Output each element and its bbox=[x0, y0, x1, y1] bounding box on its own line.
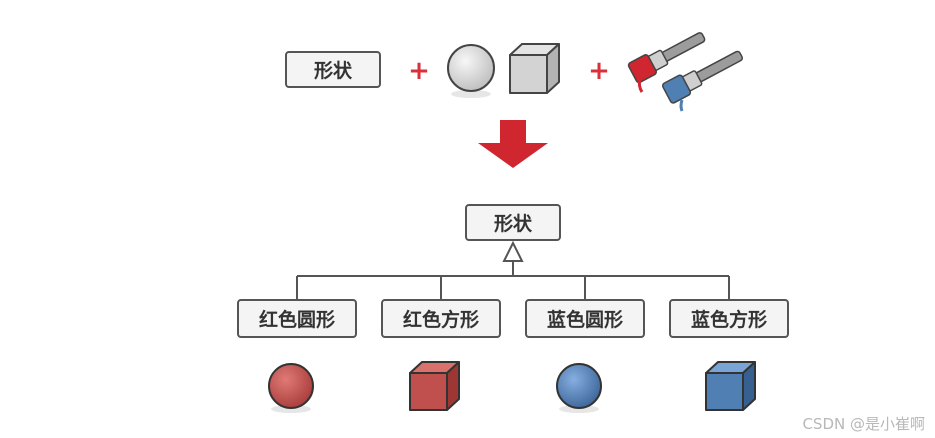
child-label: 蓝色圆形 bbox=[546, 309, 623, 331]
child-box-blue-circle: 蓝色圆形 bbox=[525, 299, 645, 338]
child-label: 红色方形 bbox=[402, 309, 479, 331]
shape-label-box: 形状 bbox=[285, 51, 381, 88]
child-label: 蓝色方形 bbox=[690, 309, 767, 331]
plus-sign: + bbox=[588, 56, 610, 86]
blue-sphere-icon bbox=[556, 363, 602, 413]
child-box-red-square: 红色方形 bbox=[381, 299, 501, 338]
watermark-text: CSDN @是小崔啊 bbox=[802, 415, 925, 433]
blue-cube-icon bbox=[705, 361, 756, 411]
child-label: 红色圆形 bbox=[258, 309, 335, 331]
inheritance-connectors bbox=[296, 262, 730, 299]
parent-shape-label: 形状 bbox=[493, 213, 532, 235]
paint-brushes-icon bbox=[627, 32, 744, 112]
gray-cube-icon bbox=[509, 43, 560, 94]
child-box-blue-square: 蓝色方形 bbox=[669, 299, 789, 338]
red-sphere-icon bbox=[268, 363, 314, 413]
red-cube-icon bbox=[409, 361, 460, 411]
child-box-red-circle: 红色圆形 bbox=[237, 299, 357, 338]
down-arrow-icon bbox=[478, 120, 548, 168]
plus-sign: + bbox=[408, 56, 430, 86]
parent-shape-box: 形状 bbox=[465, 204, 561, 241]
shape-label-text: 形状 bbox=[313, 60, 352, 82]
gray-sphere-icon bbox=[447, 44, 495, 98]
inheritance-arrow-icon bbox=[502, 240, 524, 262]
